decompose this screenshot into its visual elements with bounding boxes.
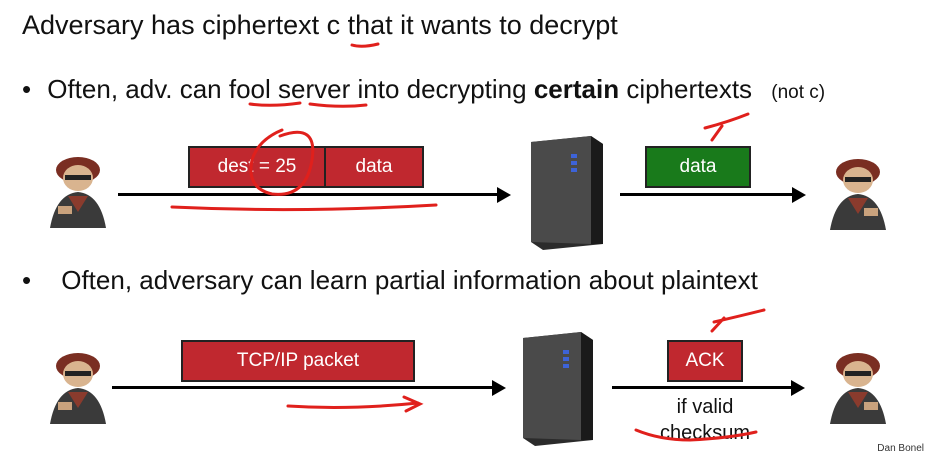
bullet1-certain: certain: [533, 74, 620, 104]
bullet-fool-server: • Often, adv. can fool server into decry…: [22, 74, 825, 105]
check-arrow-2: [710, 308, 766, 333]
attacker-icon: [818, 150, 898, 235]
underline-server: [308, 102, 368, 108]
arrow-head: [791, 380, 805, 396]
arrow-head: [497, 187, 511, 203]
arrow-to-server: [112, 386, 495, 389]
arrow-from-server: [620, 193, 795, 196]
underline-tcp-arrow: [286, 395, 424, 413]
circle-dest: [249, 128, 315, 196]
bullet1-text-3: ciphertexts: [619, 74, 753, 104]
title-text-end: that it wants to decrypt: [340, 10, 618, 40]
condition-line-1: if valid: [676, 396, 734, 418]
bullet1-server: server: [278, 74, 351, 104]
underline-c: [350, 42, 380, 48]
bullet2-text: Often, adversary can learn partial infor…: [61, 265, 758, 295]
server-icon: [517, 328, 597, 451]
underline-fool: [248, 101, 302, 107]
server-icon: [525, 132, 607, 255]
bullet-dot: •: [22, 74, 32, 104]
bullet1-note: (not c): [771, 82, 826, 103]
slide-title: Adversary has ciphertext c that it wants…: [22, 10, 618, 41]
packet-field-data: data: [324, 146, 424, 188]
bullet1-text-1: Often, adv. can: [47, 74, 229, 104]
attacker-icon: [38, 344, 118, 429]
underline-row1-packet: [170, 203, 438, 212]
bullet1-text-2: into decrypting: [350, 74, 534, 104]
title-var-c: c: [326, 10, 341, 40]
bullet-dot: •: [22, 265, 32, 295]
arrow-to-server: [118, 193, 500, 196]
decrypted-data-box: data: [645, 146, 751, 188]
attacker-icon: [38, 148, 118, 233]
author-signature: Dan Bonel: [877, 443, 924, 454]
arrow-from-server: [612, 386, 794, 389]
check-arrow-1: [703, 112, 750, 142]
bullet-partial-info: • Often, adversary can learn partial inf…: [22, 265, 758, 296]
title-text-start: Adversary has ciphertext: [22, 10, 327, 40]
attacker-icon: [818, 344, 898, 429]
arrow-head: [792, 187, 806, 203]
underline-checksum: [634, 428, 758, 442]
bullet1-fool: fool: [228, 74, 271, 104]
ack-box: ACK: [667, 340, 743, 382]
tcp-ip-packet-box: TCP/IP packet: [181, 340, 415, 382]
arrow-head: [492, 380, 506, 396]
